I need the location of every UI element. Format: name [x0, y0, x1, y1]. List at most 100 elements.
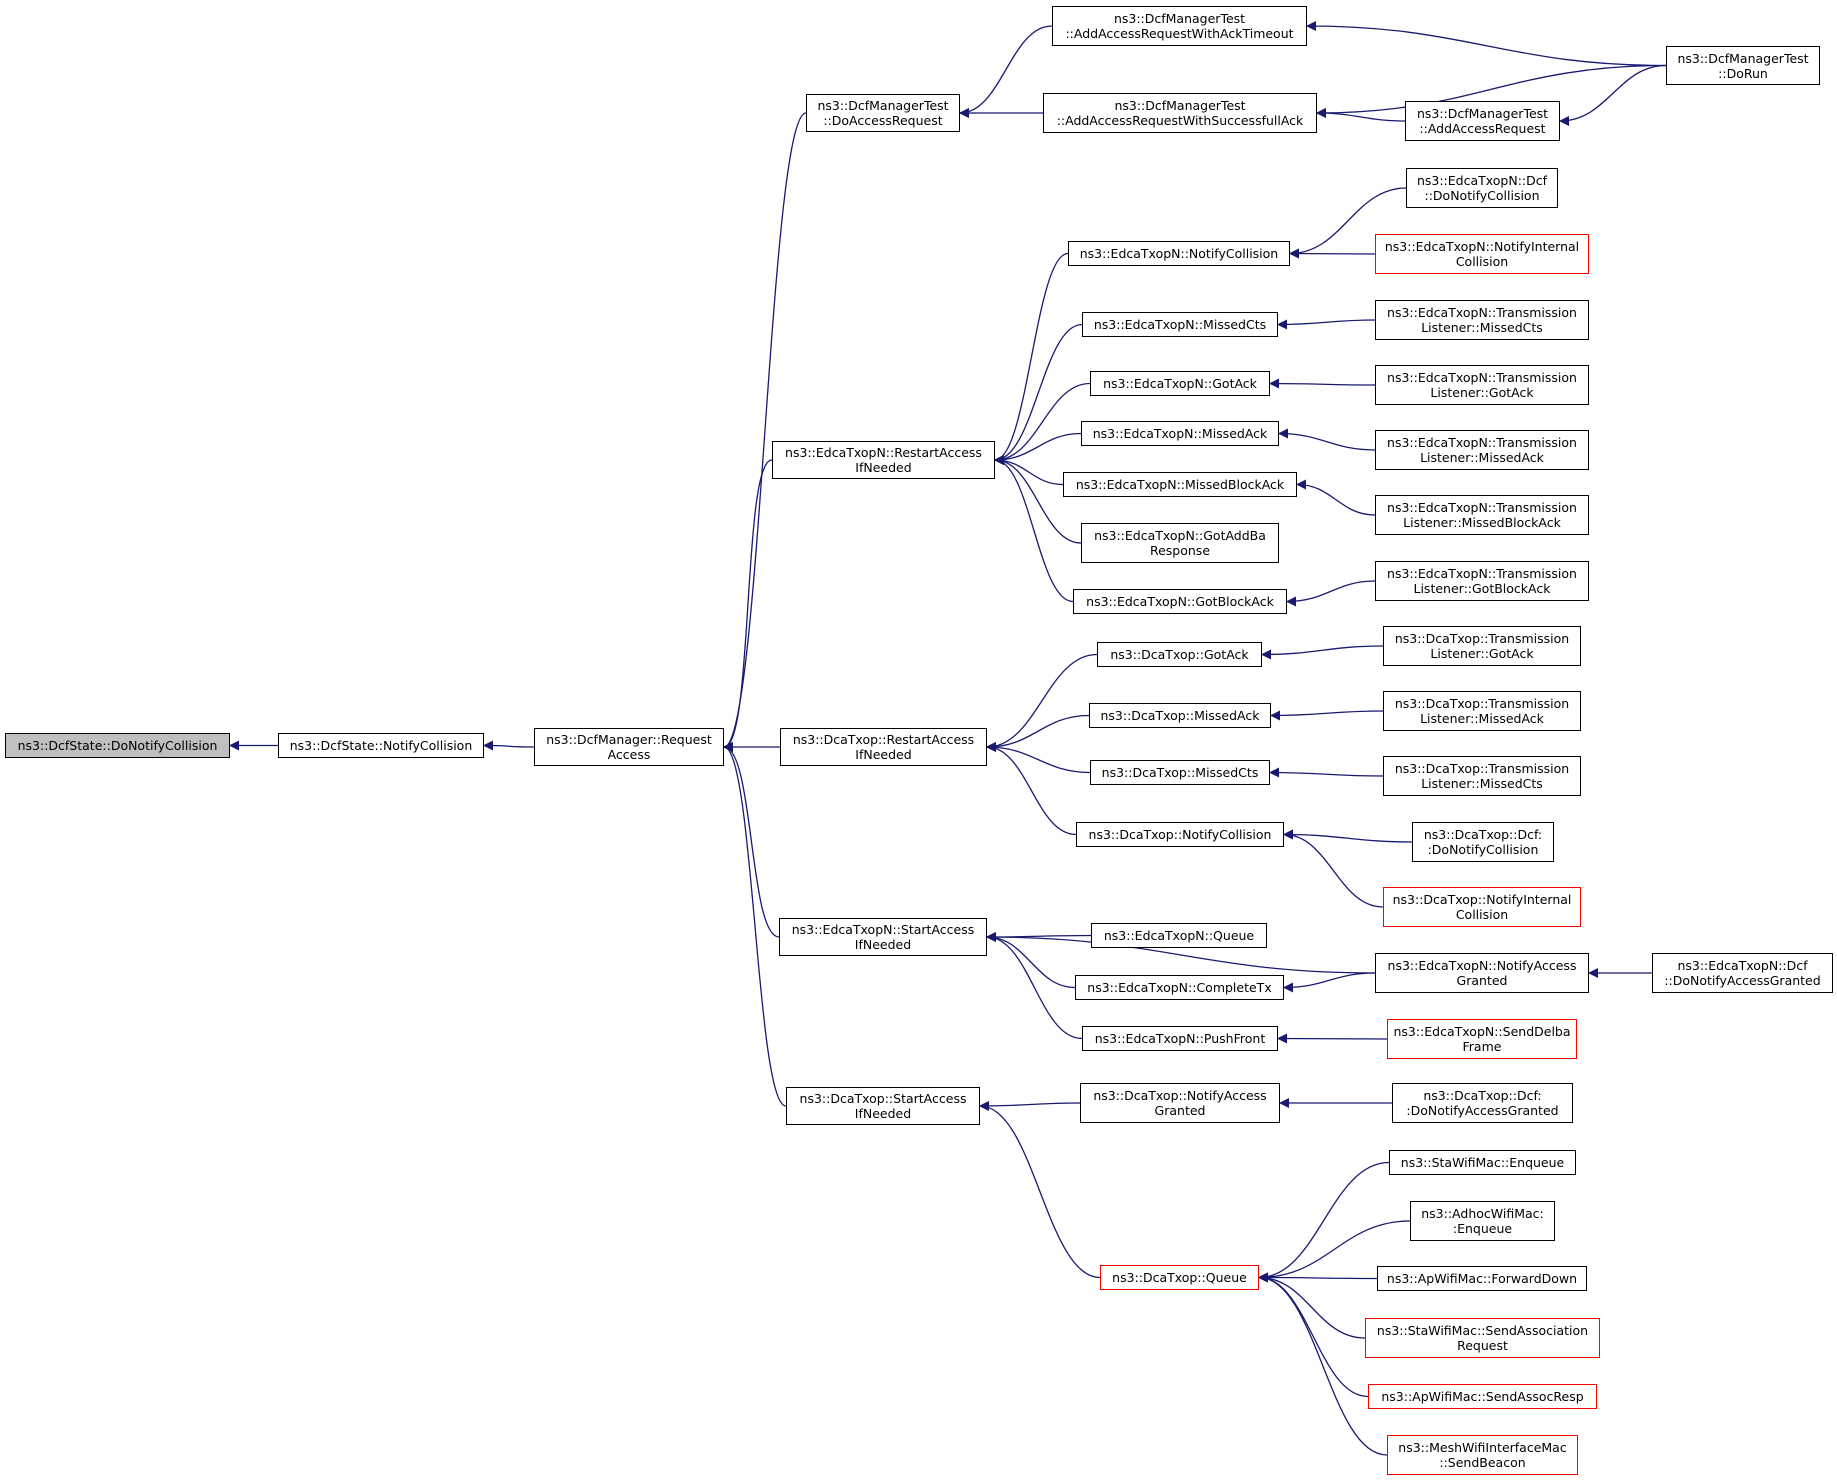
edge-n_dca_queue-to-n_dca_startaccess — [979, 1101, 1101, 1279]
node-dcatxop-missedack[interactable]: ns3::DcaTxop::MissedAck — [1089, 703, 1271, 728]
edge-n_edca_tl_gotblockack-to-n_edca_gotblockack — [1286, 580, 1376, 607]
node-dcatxop-queue[interactable]: ns3::DcaTxop::Queue — [1100, 1265, 1259, 1290]
node-label: ns3::EdcaTxopN::StartAccess — [791, 922, 975, 937]
node-dcatxop-dcf-donotifycollision[interactable]: ns3::DcaTxop::Dcf::DoNotifyCollision — [1412, 822, 1554, 862]
node-label: ns3::EdcaTxopN::Transmission — [1387, 370, 1577, 385]
edge-n_ap_forwarddown-to-n_dca_queue — [1258, 1272, 1378, 1283]
edge-n_edca_missedack-to-n_edca_restart — [994, 432, 1082, 465]
node-edcatxopn-pushfront[interactable]: ns3::EdcaTxopN::PushFront — [1082, 1026, 1278, 1051]
edge-n_edca_notifyinternal-to-n_edca_notifycoll — [1289, 248, 1376, 259]
edge-n_edca_notifycoll-to-n_edca_restart — [994, 252, 1069, 465]
node-dcfmanagertest-dorun[interactable]: ns3::DcfManagerTest::DoRun — [1666, 46, 1820, 85]
node-apwifimac-forwarddown[interactable]: ns3::ApWifiMac::ForwardDown — [1377, 1266, 1587, 1291]
node-label: ns3::EdcaTxopN::MissedBlockAck — [1075, 477, 1285, 492]
node-label: Request — [1457, 1338, 1508, 1353]
node-dcfmanagertest-addaccessrequestwithacktimeout[interactable]: ns3::DcfManagerTest::AddAccessRequestWit… — [1052, 6, 1307, 46]
node-edcatxopn-completetx[interactable]: ns3::EdcaTxopN::CompleteTx — [1075, 975, 1284, 1000]
edge-n_dca_tl_missedack-to-n_dca_missedack — [1270, 710, 1384, 721]
node-label: Frame — [1462, 1039, 1502, 1054]
node-label: IfNeeded — [855, 747, 912, 762]
node-meshwifiinterfacemac-sendbeacon[interactable]: ns3::MeshWifiInterfaceMac::SendBeacon — [1387, 1435, 1578, 1475]
edge-n_edca_tl_missedcts-to-n_edca_missedcts — [1277, 319, 1376, 330]
node-dcatxop-dcf-donotifyaccessgranted[interactable]: ns3::DcaTxop::Dcf::DoNotifyAccessGranted — [1392, 1083, 1573, 1123]
node-label: ns3::ApWifiMac::ForwardDown — [1386, 1271, 1578, 1286]
edge-n_edca_startaccess-to-n_request_access — [723, 742, 780, 938]
node-edcatxopn-gotack[interactable]: ns3::EdcaTxopN::GotAck — [1090, 371, 1270, 396]
node-edcatxopn-dcf-donotifycollision[interactable]: ns3::EdcaTxopN::Dcf::DoNotifyCollision — [1406, 168, 1558, 208]
node-edcatxopn-missedblockack[interactable]: ns3::EdcaTxopN::MissedBlockAck — [1063, 472, 1297, 497]
node-edcatxopn-missedcts[interactable]: ns3::EdcaTxopN::MissedCts — [1082, 312, 1278, 337]
node-dcatxop-gotack[interactable]: ns3::DcaTxop::GotAck — [1097, 642, 1262, 667]
node-label: Collision — [1455, 907, 1509, 922]
edge-n_dca_gotack-to-n_dca_restart — [986, 653, 1098, 752]
node-label: ns3::EdcaTxopN::GotAddBa — [1094, 528, 1266, 543]
node-label: ns3::DcaTxop::Transmission — [1394, 696, 1570, 711]
node-label: ns3::DcfState::NotifyCollision — [289, 738, 473, 753]
node-dcfmanagertest-addaccessrequestwithsuccessfullack[interactable]: ns3::DcfManagerTest::AddAccessRequestWit… — [1043, 93, 1317, 133]
node-label: ns3::DcaTxop::Queue — [1112, 1270, 1247, 1285]
edge-n_test_ackto-to-n_test_doaccess — [959, 25, 1053, 118]
node-edcatxopn-missedack[interactable]: ns3::EdcaTxopN::MissedAck — [1081, 421, 1279, 446]
node-label: ns3::DcfManager::Request — [546, 732, 712, 747]
node-edcatxopn-queue[interactable]: ns3::EdcaTxopN::Queue — [1091, 923, 1267, 948]
node-dcatxop-missedcts[interactable]: ns3::DcaTxop::MissedCts — [1090, 760, 1270, 785]
node-label: ns3::EdcaTxopN::Transmission — [1387, 500, 1577, 515]
node-label: ns3::DcaTxop::GotAck — [1110, 647, 1249, 662]
node-stawifimac-enqueue[interactable]: ns3::StaWifiMac::Enqueue — [1389, 1150, 1576, 1175]
node-label: ::AddAccessRequestWithAckTimeout — [1065, 26, 1294, 41]
node-edcatxopn-gotblockack[interactable]: ns3::EdcaTxopN::GotBlockAck — [1073, 589, 1287, 614]
edge-n_test_dorun-to-n_test_ackto — [1306, 21, 1667, 67]
node-apwifimac-sendassocresp[interactable]: ns3::ApWifiMac::SendAssocResp — [1368, 1384, 1597, 1409]
edge-n_test_addaccess-to-n_test_succack — [1316, 108, 1406, 122]
node-dcfstate-donotifycollision[interactable]: ns3::DcfState::DoNotifyCollision — [5, 733, 230, 758]
node-label: ns3::EdcaTxopN::MissedAck — [1092, 426, 1268, 441]
node-label: ns3::EdcaTxopN::GotBlockAck — [1086, 594, 1274, 609]
node-label: ::DoAccessRequest — [823, 113, 943, 128]
node-label: ns3::DcfManagerTest — [1114, 98, 1246, 113]
node-edcatxopn-notifycollision[interactable]: ns3::EdcaTxopN::NotifyCollision — [1068, 241, 1290, 266]
node-dcfmanagertest-addaccessrequest[interactable]: ns3::DcfManagerTest::AddAccessRequest — [1405, 101, 1560, 141]
node-label: ns3::DcfManagerTest — [817, 98, 949, 113]
edge-n_adhoc_enqueue-to-n_dca_queue — [1258, 1220, 1411, 1283]
edge-n_edca_notifyaccess-to-n_edca_startaccess — [986, 932, 1376, 974]
node-label: ns3::EdcaTxopN::NotifyAccess — [1387, 958, 1577, 973]
node-label: ns3::DcaTxop::Transmission — [1394, 761, 1570, 776]
node-label: Listener::GotAck — [1430, 385, 1534, 400]
node-label: ::DoNotifyCollision — [1424, 188, 1540, 203]
node-edcatxopn-dcf-donotifyaccessgranted[interactable]: ns3::EdcaTxopN::Dcf::DoNotifyAccessGrant… — [1652, 953, 1833, 993]
edge-n_dca_tl_gotack-to-n_dca_gotack — [1261, 645, 1384, 660]
edge-n_dca_missedcts-to-n_dca_restart — [986, 742, 1091, 774]
node-label: Listener::MissedCts — [1421, 320, 1543, 335]
node-label: Listener::MissedBlockAck — [1403, 515, 1561, 530]
edge-n_edca_tl_gotack-to-n_edca_gotack — [1269, 378, 1376, 389]
node-label: ns3::EdcaTxopN::GotAck — [1103, 376, 1257, 391]
node-dcatxop-notifycollision[interactable]: ns3::DcaTxop::NotifyCollision — [1076, 822, 1284, 847]
node-adhocwifimac-enqueue[interactable]: ns3::AdhocWifiMac::Enqueue — [1410, 1201, 1555, 1241]
node-dcfmanagertest-doaccessrequest[interactable]: ns3::DcfManagerTest::DoAccessRequest — [806, 94, 960, 132]
edge-n_sta_sendassoc-to-n_dca_queue — [1258, 1272, 1366, 1339]
node-dcfstate-notifycollision[interactable]: ns3::DcfState::NotifyCollision — [278, 733, 484, 758]
node-label: Granted — [1456, 973, 1508, 988]
edge-n_edca_tl_missedack-to-n_edca_missedack — [1278, 428, 1376, 451]
